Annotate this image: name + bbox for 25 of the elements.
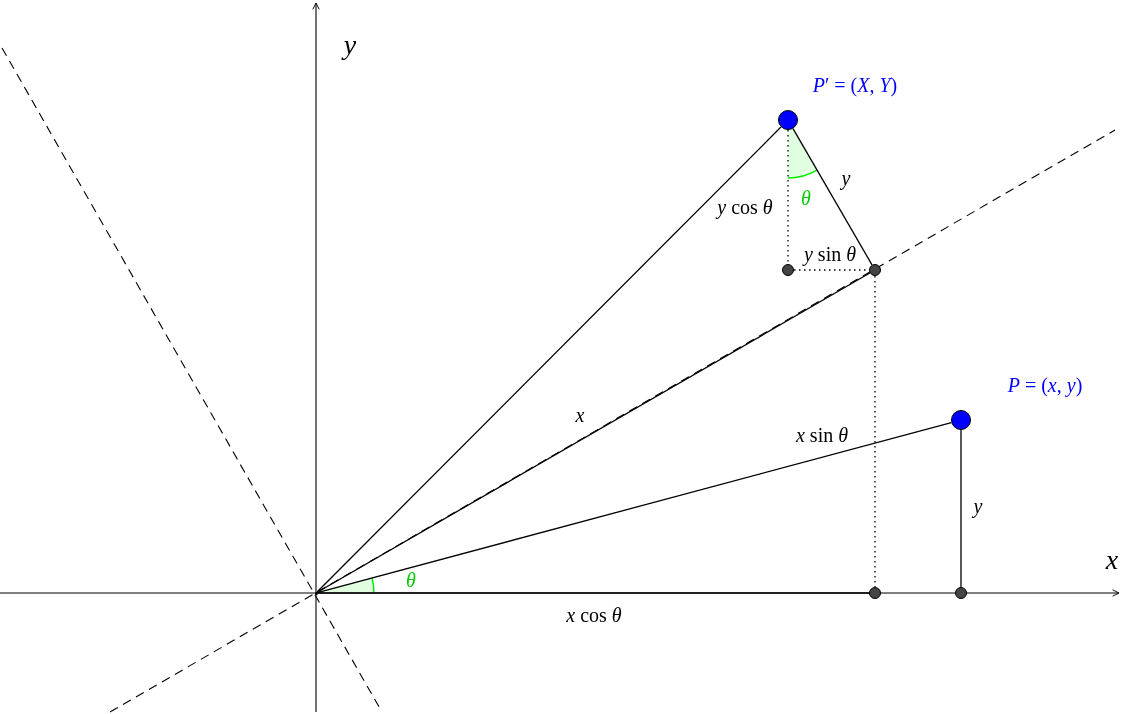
point-marker <box>778 110 798 130</box>
axis-label: y <box>343 31 357 59</box>
line-segment <box>792 128 873 266</box>
line-segment <box>316 421 952 594</box>
dot-marker <box>869 587 881 599</box>
dotted-line <box>874 275 876 588</box>
edge-label: y sin θ <box>802 244 858 264</box>
angle-label: θ <box>406 570 416 590</box>
edge-label: y cos θ <box>716 197 774 217</box>
point-label: P′ = (X, Y) <box>812 75 898 95</box>
dot-marker <box>782 264 794 276</box>
dotted-line <box>787 129 789 265</box>
line-segment <box>960 429 962 588</box>
line-segment <box>316 592 870 594</box>
dot-marker <box>869 264 881 276</box>
origin-point <box>314 591 318 595</box>
point-label: P = (x, y) <box>1007 375 1083 395</box>
axis-label: x <box>1105 546 1119 574</box>
line-segment <box>316 272 871 593</box>
point-marker <box>951 410 971 430</box>
line-segment <box>316 126 782 593</box>
edge-label: x cos θ <box>565 605 623 625</box>
edge-label: x sin θ <box>794 425 850 445</box>
angle-label: θ <box>801 188 811 208</box>
dot-marker <box>955 587 967 599</box>
